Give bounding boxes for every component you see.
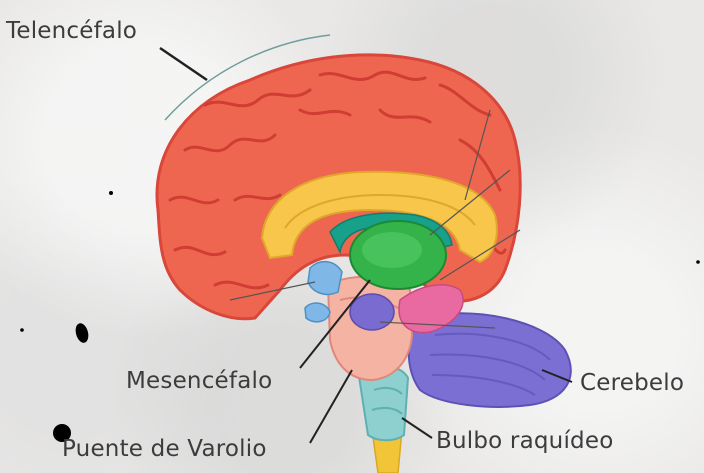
cerebellum [407,312,572,408]
hypothalamus [307,260,343,296]
pituitary [304,302,331,323]
telencefalo-label: Telencéfalo [6,18,138,44]
midbrain-structure [349,293,395,331]
corpus-callosum [260,170,498,264]
cerebelo-label: Cerebelo [580,370,685,396]
mesencefalo-label: Mesencéfalo [126,368,273,394]
bulbo-raquideo-label: Bulbo raquídeo [436,428,614,454]
puente-de-varolio-label: Puente de Varolio [62,436,267,462]
